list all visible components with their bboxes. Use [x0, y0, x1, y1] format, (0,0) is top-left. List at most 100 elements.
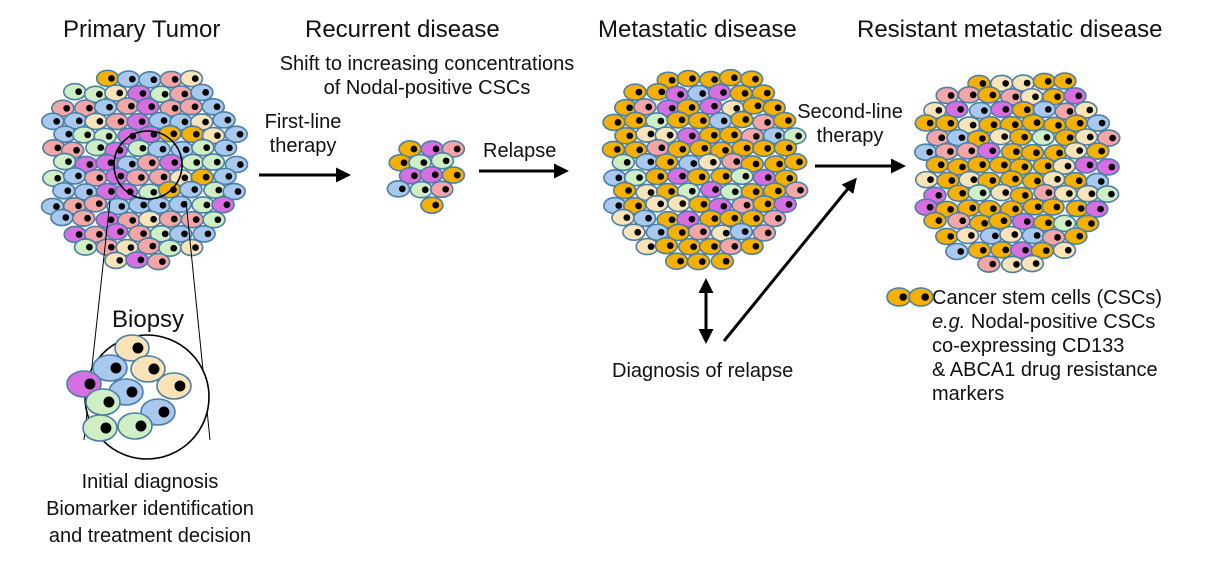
cell-csc [914, 114, 939, 132]
cell-csc [710, 252, 735, 271]
cell-cream [137, 210, 162, 229]
cell-csc [646, 83, 670, 101]
cell-csc [739, 70, 764, 88]
cell-pink [633, 98, 657, 116]
cell-magenta [977, 142, 1001, 160]
cell-blue [1021, 226, 1046, 245]
cell-pink [71, 209, 96, 228]
cell-magenta [698, 97, 723, 115]
cell-cream [955, 226, 980, 245]
cell-cream [1019, 87, 1044, 106]
cell-csc [678, 237, 702, 256]
biopsy-cell-blue [92, 354, 128, 382]
cell-green [967, 184, 992, 202]
cell-blue [945, 242, 969, 261]
second-line-therapy-label: Second-line therapy [790, 100, 910, 148]
cell-pink [125, 168, 150, 187]
cell-pink [752, 224, 777, 242]
cell-green [62, 82, 87, 101]
cell-cream [999, 225, 1023, 244]
cell-green [83, 85, 108, 104]
cell-cream [1000, 255, 1025, 274]
cell-blue [222, 182, 246, 201]
cell-pink [1096, 129, 1121, 147]
cell-cream [104, 84, 128, 102]
cell-pink [146, 252, 171, 271]
cell-pink [721, 152, 745, 171]
cell-csc [762, 98, 787, 117]
biopsy-cell-cream [156, 372, 192, 400]
cell-csc [718, 68, 743, 87]
cell-csc [666, 111, 690, 129]
legend-line-2-rest: Nodal-positive CSCs [965, 311, 1156, 333]
cell-csc [977, 171, 1001, 190]
legend-line-4: & ABCA1 drug resistance [932, 359, 1158, 381]
cell-magenta [1084, 200, 1109, 218]
biopsy-caption-line-2: Biomarker identification [46, 498, 254, 520]
cell-csc [441, 166, 466, 184]
cell-pink [159, 70, 184, 89]
cell-csc [687, 111, 712, 130]
cell-csc [751, 84, 776, 102]
cell-blue [762, 126, 787, 145]
cell-cream [645, 195, 669, 213]
cell-blue [386, 180, 411, 198]
cell-csc [923, 211, 947, 230]
cell-csc [623, 83, 647, 101]
cell-green [1052, 214, 1077, 233]
cell-cream [697, 153, 722, 172]
cell-green [1031, 128, 1055, 147]
cell-pink [117, 211, 141, 230]
cell-pink [687, 222, 712, 241]
diagnosis-of-relapse-label: Diagnosis of relapse [612, 360, 794, 382]
cell-green [181, 153, 205, 172]
cell-blue [632, 209, 657, 228]
biopsy-caption-line-3: and treatment decision [48, 525, 252, 547]
biopsy-caption: Initial diagnosis Biomarker identificati… [20, 469, 280, 550]
cell-green [611, 153, 636, 172]
cell-csc [990, 241, 1014, 259]
biopsy-cell-magenta [66, 370, 102, 398]
cell-csc [1020, 143, 1045, 162]
cell-blue [213, 167, 237, 186]
cell-csc [772, 111, 797, 130]
cell-blue [62, 167, 87, 185]
cell-csc [752, 195, 776, 213]
cell-blue [645, 223, 670, 242]
cell-blue [213, 139, 238, 157]
cell-blue [40, 197, 65, 216]
cell-csc [718, 126, 743, 144]
cell-magenta [676, 210, 700, 228]
cell-green [409, 180, 434, 199]
stage-title-primary-tumor: Primary Tumor [63, 16, 221, 43]
cell-csc [664, 252, 689, 270]
cell-blue [635, 153, 659, 171]
cell-csc [1009, 128, 1033, 146]
cell-csc [957, 199, 981, 217]
cell-csc [935, 114, 959, 133]
cell-cluster-resistant [913, 72, 1121, 274]
cell-blue [212, 111, 236, 129]
cell-csc [190, 168, 215, 186]
cell-cream [1064, 141, 1088, 160]
first-line-therapy-label: First-line therapy [258, 110, 348, 158]
cell-cream [958, 170, 982, 189]
cell-cream [667, 194, 691, 213]
cell-cream [622, 223, 646, 242]
cell-pink [947, 211, 971, 230]
cell-magenta [104, 222, 129, 241]
stage-title-resistant-metastatic-disease: Resistant metastatic disease [857, 16, 1163, 43]
cell-cluster-primary [40, 69, 249, 271]
cell-green [430, 152, 455, 170]
cell-magenta [398, 166, 423, 185]
cell-blue [729, 222, 754, 241]
legend-line-5: markers [932, 383, 1005, 405]
cell-blue [192, 225, 216, 243]
cell-cream [1076, 184, 1100, 203]
cell-magenta [136, 97, 160, 116]
cell-pink [180, 210, 205, 229]
cell-csc [752, 139, 776, 158]
cell-green [645, 112, 669, 130]
cell-pink [137, 237, 161, 255]
cell-blue [168, 195, 192, 214]
